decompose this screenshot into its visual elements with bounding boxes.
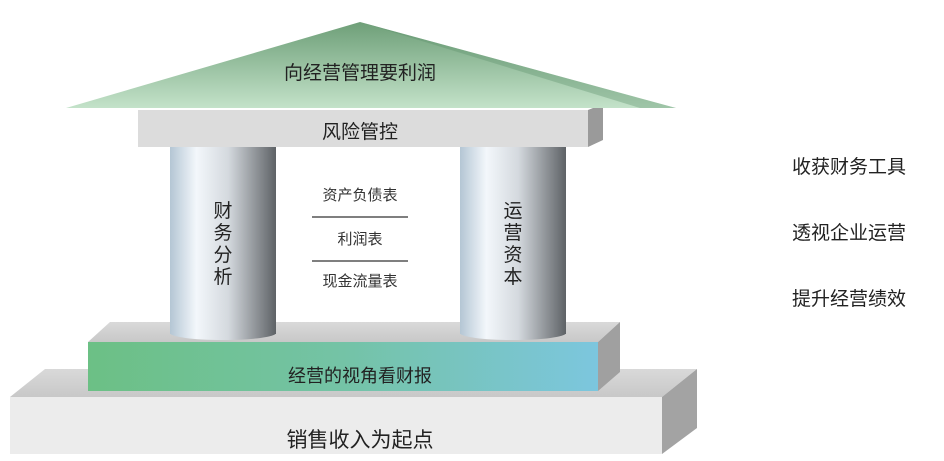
beam-front <box>138 110 588 147</box>
base-slab-front <box>10 397 662 454</box>
roof <box>66 22 676 108</box>
beam-side <box>588 104 603 147</box>
statement-cash-flow: 现金流量表 <box>322 272 398 290</box>
right-pillar-base <box>460 326 566 340</box>
beam-label: 风险管控 <box>321 121 398 143</box>
base-slab-side <box>662 369 697 454</box>
step-slab-side <box>598 322 620 391</box>
left-pillar-label: 财务分析 <box>213 200 233 288</box>
statement-income: 利润表 <box>337 230 383 248</box>
base-label: 销售收入为起点 <box>286 428 434 452</box>
right-pillar <box>460 146 566 334</box>
roof-right-facet <box>360 22 676 108</box>
side-list-item: 透视企业运营 <box>792 222 907 244</box>
side-list-item: 提升经营绩效 <box>792 288 907 310</box>
right-pillar-label: 运营资本 <box>503 200 523 288</box>
roof-label: 向经营管理要利润 <box>283 62 436 84</box>
step-band <box>88 342 598 391</box>
statement-balance-sheet: 资产负债表 <box>322 186 398 204</box>
left-pillar <box>170 146 276 334</box>
step-label: 经营的视角看财报 <box>288 366 432 387</box>
left-pillar-base <box>170 326 276 340</box>
side-list-item: 收获财务工具 <box>792 156 907 178</box>
